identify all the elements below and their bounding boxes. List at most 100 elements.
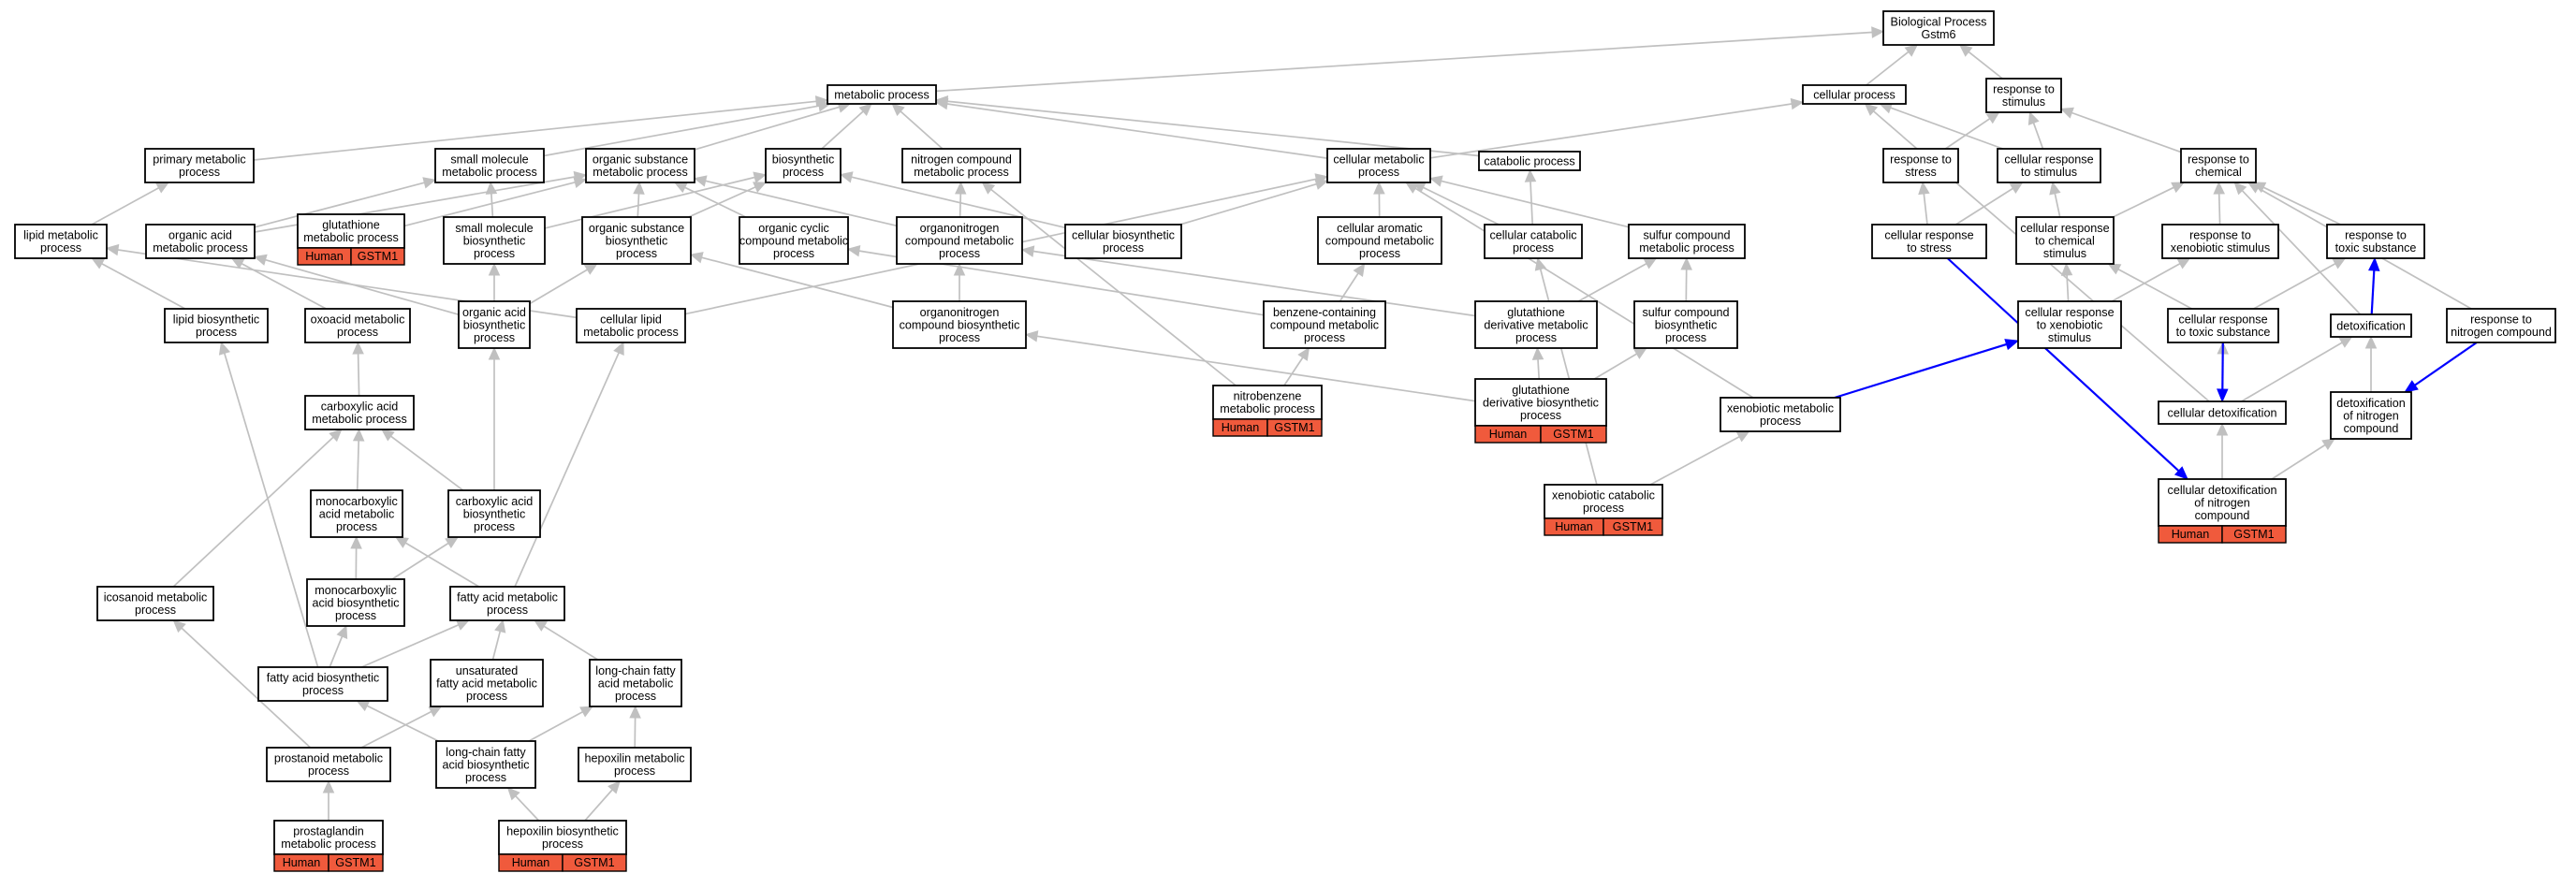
arrow-head <box>2005 340 2018 350</box>
term-label-line: glutathione <box>1512 384 1570 397</box>
edge-line <box>493 632 501 660</box>
edge-line <box>2118 269 2192 309</box>
go-term-node-detox[interactable]: detoxification <box>2331 314 2411 337</box>
term-label-line: response to <box>1890 153 1952 167</box>
species-label[interactable]: Human <box>305 250 344 263</box>
go-term-node-catabolic[interactable]: catabolic process <box>1479 152 1580 170</box>
term-label-line: unsaturated <box>456 664 519 677</box>
term-label-line: process <box>1583 502 1624 515</box>
gene-label[interactable]: GSTM1 <box>358 250 398 263</box>
edge-cellrespchem-to-respchem <box>2113 182 2184 217</box>
go-term-node-metabolic[interactable]: metabolic process <box>827 85 936 104</box>
gene-label[interactable]: GSTM1 <box>2233 528 2274 541</box>
edge-line <box>225 354 318 668</box>
term-label-line: benzene-containing <box>1273 306 1376 319</box>
species-label[interactable]: Human <box>2172 528 2210 541</box>
gene-label[interactable]: GSTM1 <box>1553 428 1593 441</box>
species-label[interactable]: Human <box>1489 428 1528 441</box>
arrow-head <box>423 178 435 188</box>
arrow-head <box>1905 45 1917 56</box>
edge-carboxbio-to-carboxmet <box>382 429 463 490</box>
edge-sulfurmet-to-cellmet <box>1430 176 1629 227</box>
edge-line <box>405 543 479 587</box>
species-label[interactable]: Human <box>1222 421 1260 434</box>
arrow-head <box>956 182 966 194</box>
gene-label[interactable]: GSTM1 <box>1613 520 1653 533</box>
term-label-line: cellular metabolic <box>1333 153 1424 167</box>
gene-label[interactable]: GSTM1 <box>1274 421 1314 434</box>
arrow-head <box>2177 258 2189 269</box>
gene-label[interactable]: GSTM1 <box>335 856 375 869</box>
gene-label[interactable]: GSTM1 <box>574 856 614 869</box>
species-label[interactable]: Human <box>512 856 550 869</box>
go-term-node-cellproc[interactable]: cellular process <box>1803 85 1906 104</box>
term-label-line: toxic substance <box>2335 241 2417 255</box>
highlight-edge-respnitro-to-detoxnitro <box>2405 342 2477 392</box>
edge-xenocat-to-cellcat <box>1535 258 1597 485</box>
species-label[interactable]: Human <box>283 856 321 869</box>
go-term-node-celldetox[interactable]: cellular detoxification <box>2159 401 2286 424</box>
species-label[interactable]: Human <box>1555 520 1593 533</box>
arrow-head <box>1737 431 1749 442</box>
term-label-line: process <box>1515 331 1557 344</box>
term-label-line: compound metabolic <box>905 234 1014 247</box>
